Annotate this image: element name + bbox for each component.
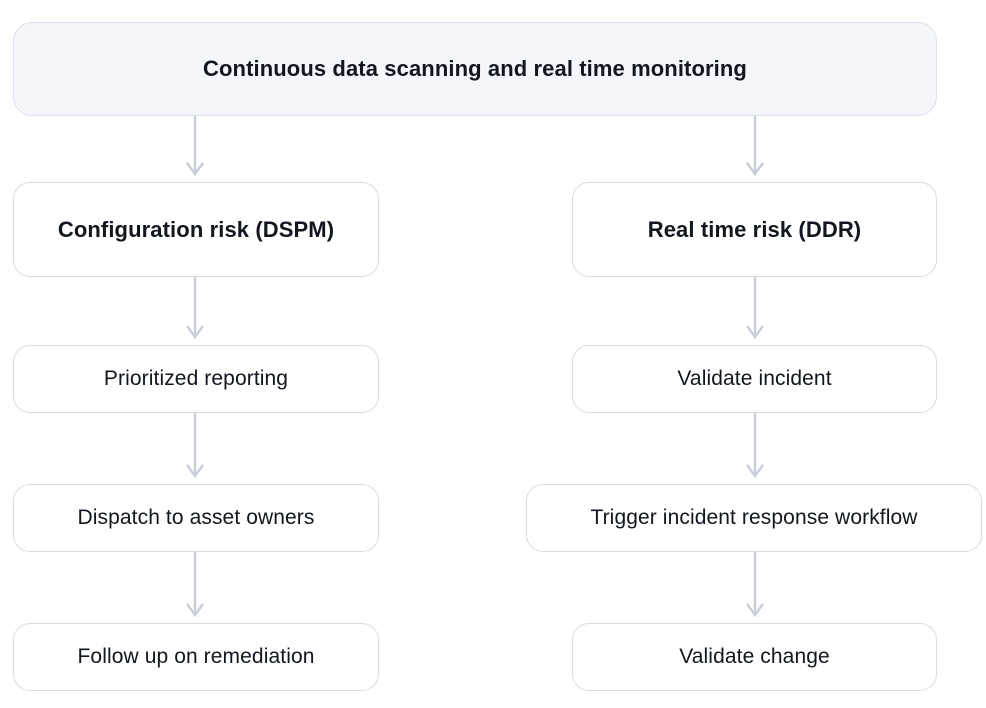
connector-arrow-down	[180, 413, 210, 484]
node-label: Validate change	[679, 644, 830, 668]
node-validate-change[interactable]: Validate change	[572, 623, 937, 691]
node-validate-incident[interactable]: Validate incident	[572, 345, 937, 413]
connector-arrow-down	[180, 277, 210, 345]
connector-arrow-down	[740, 277, 770, 345]
node-label: Configuration risk (DSPM)	[57, 216, 335, 242]
connector-arrow-down	[180, 552, 210, 623]
node-label: Validate incident	[677, 366, 832, 390]
node-label: Real time risk (DDR)	[647, 216, 862, 242]
node-label: Prioritized reporting	[103, 366, 289, 390]
node-follow-up-on-remediation[interactable]: Follow up on remediation	[13, 623, 379, 691]
node-label: Continuous data scanning and real time m…	[203, 56, 747, 82]
node-trigger-incident-response-workflow[interactable]: Trigger incident response workflow	[526, 484, 982, 552]
connector-arrow-down	[740, 552, 770, 623]
node-dispatch-to-asset-owners[interactable]: Dispatch to asset owners	[13, 484, 379, 552]
node-label: Trigger incident response workflow	[590, 505, 918, 529]
node-label: Dispatch to asset owners	[77, 505, 315, 529]
node-configuration-risk-dspm[interactable]: Configuration risk (DSPM)	[13, 182, 379, 277]
connector-arrow-down	[740, 413, 770, 484]
node-label: Follow up on remediation	[77, 644, 315, 668]
connector-arrow-down	[740, 116, 770, 182]
connector-arrow-down	[180, 116, 210, 182]
node-continuous-data-scanning[interactable]: Continuous data scanning and real time m…	[13, 22, 937, 116]
node-real-time-risk-ddr[interactable]: Real time risk (DDR)	[572, 182, 937, 277]
node-prioritized-reporting[interactable]: Prioritized reporting	[13, 345, 379, 413]
